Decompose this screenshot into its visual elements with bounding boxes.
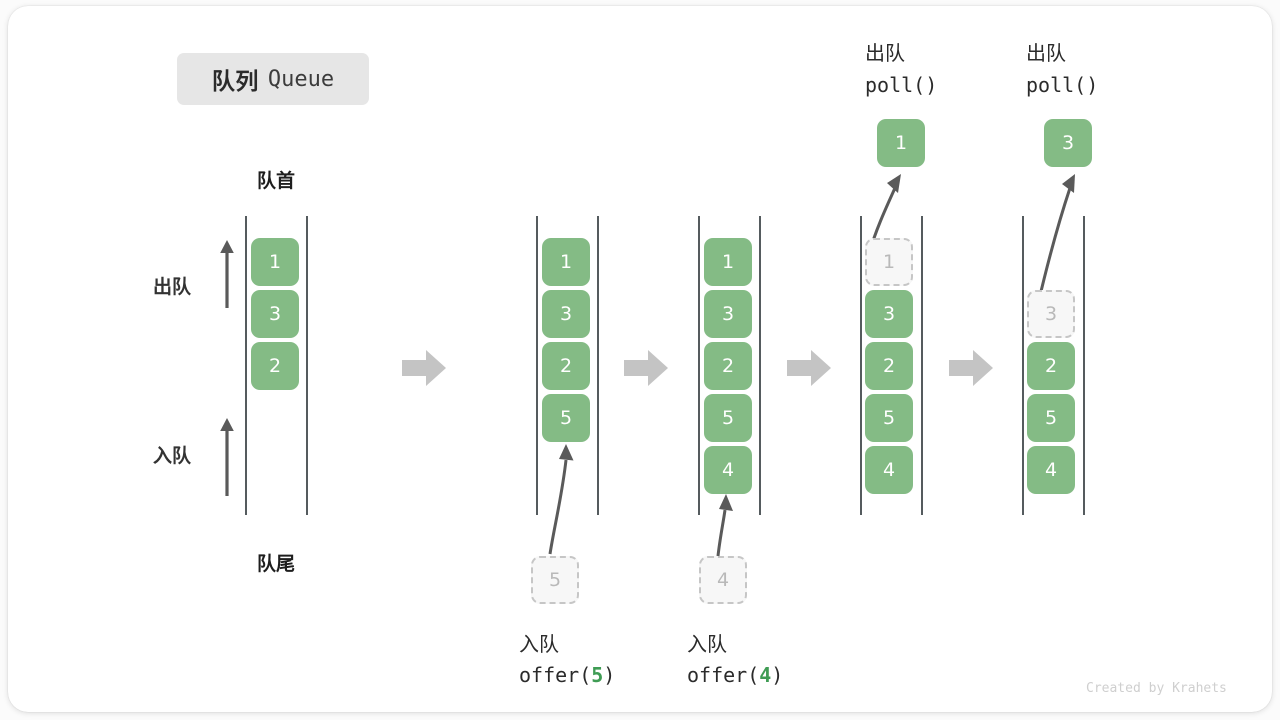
dequeue-direction-arrow-icon [220, 240, 234, 308]
dequeue-result-cell: 1 [877, 119, 925, 167]
step-arrow-icon [402, 350, 446, 386]
queue-cell: 2 [1027, 342, 1075, 390]
enqueue-direction-arrow-icon [220, 418, 234, 496]
code-arg: 4 [759, 663, 772, 687]
enqueue-motion-arrow-icon [548, 444, 574, 555]
queue-cell: 3 [865, 290, 913, 338]
enqueue-direction-label: 入队 [153, 445, 192, 467]
queue-cell: 1 [251, 238, 299, 286]
step-arrow-icon [949, 350, 993, 386]
queue-cell: 2 [704, 342, 752, 390]
queue-cell: 3 [542, 290, 590, 338]
queue-rail-left [1022, 216, 1024, 515]
queue-rail-left [860, 216, 862, 515]
enqueue-op-label-code: offer(5) [519, 663, 615, 687]
queue-cell: 5 [542, 394, 590, 442]
enqueue-input-cell: 5 [531, 556, 579, 604]
dequeue-result-cell: 3 [1044, 119, 1092, 167]
credit-label: Created by Krahets [1086, 681, 1227, 696]
code-prefix: offer( [519, 663, 592, 687]
queue-rail-right [597, 216, 599, 515]
queue-cell: 1 [542, 238, 590, 286]
diagram-title-en: Queue [267, 66, 335, 92]
enqueue-input-cell: 4 [699, 556, 747, 604]
queue-rail-right [759, 216, 761, 515]
queue-rail-left [245, 216, 247, 515]
queue-rail-right [921, 216, 923, 515]
queue-rail-right [306, 216, 308, 515]
dequeue-op-label-cn: 出队 [1026, 41, 1066, 65]
queue-cell: 4 [865, 446, 913, 494]
code-suffix: ) [771, 663, 784, 687]
step-arrow-icon [787, 350, 831, 386]
queue-cell: 3 [251, 290, 299, 338]
queue-cell: 1 [704, 238, 752, 286]
queue-cell: 5 [704, 394, 752, 442]
queue-rail-left [698, 216, 700, 515]
queue-rear-label: 队尾 [256, 553, 295, 575]
enqueue-op-label-cn: 入队 [687, 632, 727, 656]
queue-cell: 2 [251, 342, 299, 390]
diagram-title-pill: 队列 Queue [177, 53, 369, 105]
code-prefix: offer( [687, 663, 760, 687]
queue-cell: 5 [1027, 394, 1075, 442]
enqueue-op-label-code: offer(4) [687, 663, 783, 687]
queue-cell: 5 [865, 394, 913, 442]
queue-cell: 3 [704, 290, 752, 338]
step-arrow-icon [624, 350, 668, 386]
dequeue-op-label-cn: 出队 [865, 41, 905, 65]
code-suffix: ) [603, 663, 616, 687]
queue-cell: 2 [865, 342, 913, 390]
code-arg: 5 [591, 663, 604, 687]
queue-rail-left [536, 216, 538, 515]
queue-cell: 2 [542, 342, 590, 390]
diagram-title-cn: 队列 [211, 69, 259, 95]
queue-front-label: 队首 [256, 170, 295, 192]
dequeue-op-label-code: poll() [865, 73, 938, 97]
dequeue-op-label-code: poll() [1026, 73, 1099, 97]
dequeue-direction-label: 出队 [153, 276, 192, 298]
queue-cell-ghost: 3 [1027, 290, 1075, 338]
queue-cell: 4 [704, 446, 752, 494]
enqueue-motion-arrow-icon [716, 494, 733, 557]
enqueue-op-label-cn: 入队 [519, 632, 559, 656]
diagram-card: 队列 Queue 队首 队尾 出队 入队 1 3 2 [8, 6, 1272, 712]
queue-cell: 4 [1027, 446, 1075, 494]
queue-rail-right [1083, 216, 1085, 515]
queue-cell-ghost: 1 [865, 238, 913, 286]
